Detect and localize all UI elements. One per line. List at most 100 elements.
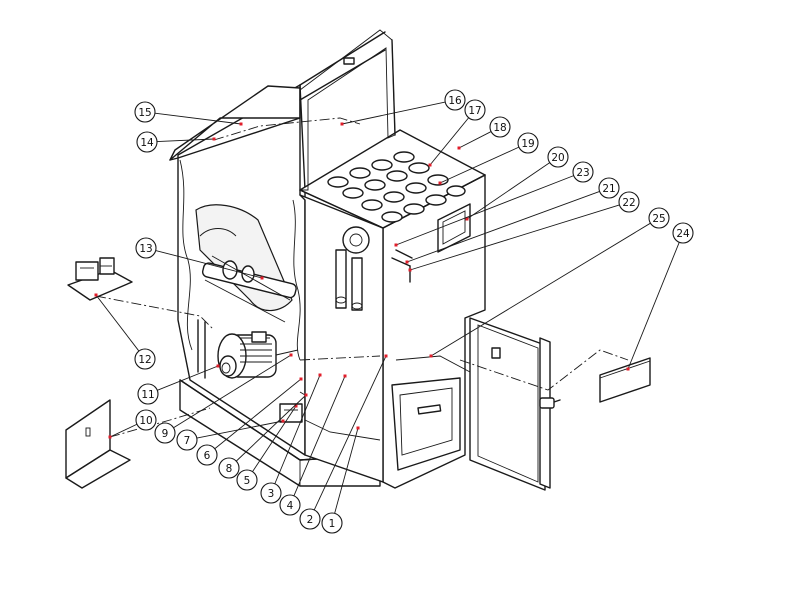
callout-balloon (236, 469, 258, 491)
leader-line (409, 204, 620, 271)
callout-label: 7 (184, 435, 191, 447)
assembly-lines (95, 117, 629, 438)
callout-balloon (136, 131, 158, 153)
target-marker (260, 276, 264, 280)
boiler-door (469, 317, 561, 491)
leader-line (458, 131, 492, 149)
callout-layer: 1234567891011121314151617181920212223242… (94, 89, 694, 534)
target-marker (318, 373, 322, 377)
callout-balloon (517, 132, 539, 154)
callout-10: 10 (108, 409, 157, 439)
target-marker (626, 367, 630, 371)
callout-11: 11 (137, 364, 220, 405)
callout-25: 25 (429, 207, 670, 358)
target-marker (108, 435, 112, 439)
side-panel-24 (599, 357, 651, 403)
leader-line (155, 250, 263, 279)
callout-label: 25 (652, 213, 665, 225)
callout-23: 23 (394, 161, 594, 247)
callout-balloon (444, 89, 466, 111)
callout-19: 19 (438, 132, 539, 185)
target-marker (356, 426, 360, 430)
leader-line (466, 162, 550, 220)
callout-balloon (135, 237, 157, 259)
callout-8: 8 (218, 393, 308, 479)
target-marker (343, 374, 347, 378)
callout-14: 14 (136, 131, 216, 153)
target-marker (457, 146, 461, 150)
leader-line (313, 355, 387, 511)
callout-balloon (321, 512, 343, 534)
target-marker (281, 419, 285, 423)
target-marker (429, 354, 433, 358)
leader-line (154, 112, 242, 125)
gear-motor (217, 331, 299, 379)
side-panel-10 (65, 399, 131, 489)
leader-line (334, 427, 359, 514)
callout-label: 1 (329, 518, 336, 530)
callout-balloon (134, 101, 156, 123)
callout-balloon (572, 161, 594, 183)
leader-line (157, 365, 219, 391)
leader-line (430, 222, 651, 357)
leader-line (439, 146, 520, 184)
exchanger-tubes (327, 151, 466, 223)
callout-label: 18 (493, 122, 506, 134)
callout-21: 21 (405, 177, 620, 264)
callout-balloon (137, 383, 159, 405)
callout-9: 9 (154, 353, 293, 444)
leader-line (341, 101, 446, 125)
callout-balloon (489, 116, 511, 138)
callout-balloon (299, 508, 321, 530)
callout-20: 20 (465, 146, 569, 221)
callout-label: 19 (521, 138, 534, 150)
callout-7: 7 (176, 419, 285, 451)
leader-line (429, 117, 470, 166)
callout-12: 12 (94, 293, 156, 370)
callout-label: 12 (138, 354, 151, 366)
target-marker (212, 137, 216, 141)
callout-16: 16 (340, 89, 466, 126)
callout-balloon (279, 494, 301, 516)
callout-balloon (154, 422, 176, 444)
callout-label: 4 (287, 500, 294, 512)
callout-label: 5 (244, 475, 251, 487)
leader-line (156, 138, 215, 143)
callout-2: 2 (299, 354, 388, 530)
callout-6: 6 (196, 377, 303, 466)
boiler-body (299, 29, 486, 489)
callout-label: 23 (576, 167, 589, 179)
callout-balloon (672, 222, 694, 244)
callout-balloon (176, 429, 198, 451)
callout-label: 10 (139, 415, 152, 427)
leader-line (274, 374, 321, 484)
callout-15: 15 (134, 101, 243, 126)
target-marker (465, 217, 469, 221)
target-marker (216, 364, 220, 368)
callout-5: 5 (236, 404, 298, 491)
callout-balloon (196, 444, 218, 466)
callout-label: 15 (138, 107, 151, 119)
leader-line (214, 378, 302, 450)
leader-line (395, 175, 574, 246)
leader-line (406, 191, 600, 263)
callout-18: 18 (457, 116, 511, 150)
callout-label: 2 (307, 514, 314, 526)
callout-balloon (464, 99, 486, 121)
callout-label: 22 (622, 197, 635, 209)
callout-label: 11 (141, 389, 154, 401)
callout-balloon (618, 191, 640, 213)
callout-label: 3 (268, 488, 275, 500)
callout-3: 3 (260, 373, 322, 504)
leader-line (293, 375, 346, 496)
callout-label: 21 (602, 183, 615, 195)
leader-line (252, 405, 297, 472)
callout-label: 20 (551, 152, 564, 164)
callout-label: 17 (468, 105, 481, 117)
target-marker (384, 354, 388, 358)
control-unit (67, 257, 133, 301)
target-marker (394, 243, 398, 247)
target-marker (239, 122, 243, 126)
leader-line (627, 242, 680, 370)
target-marker (428, 163, 432, 167)
